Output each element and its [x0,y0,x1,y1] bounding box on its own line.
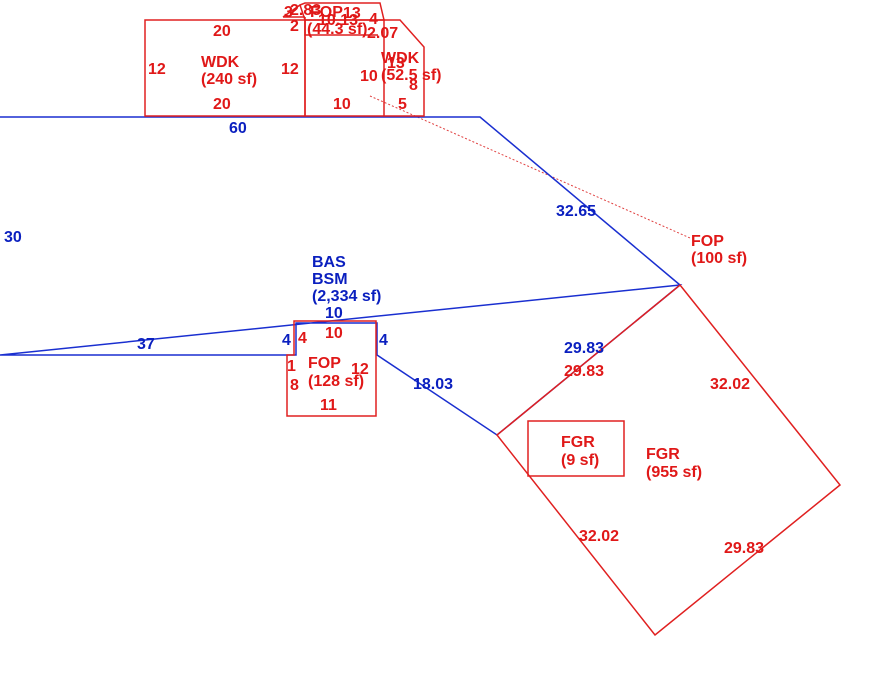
bas-top-dim: 60 [229,120,247,137]
bas-outline [0,116,683,436]
wdk-small-top-dim: 13 [387,55,405,72]
fgr-small-area-label: (9 sf) [561,452,599,469]
fop-top-dim-g: 2.07 [367,25,398,42]
wdk-large-right-dim: 12 [281,61,299,78]
fgr-small-outline [527,420,625,477]
fop-front-code-label: FOP [308,355,341,372]
bas-bottom-dim: 37 [137,336,155,353]
fop-top-code-label: FOP [310,4,343,21]
wdk-large-code-label: WDK [201,54,240,71]
fgr-left-dim: 32.02 [579,528,619,545]
fgr-main-area-label: (955 sf) [646,464,702,481]
wdk-large-left-dim: 12 [148,61,166,78]
fop-top-area-label: (44.3 sf) [307,21,367,38]
wdk-small-area-label: (52.5 sf) [381,67,441,84]
fop-top-dim-a: 2.83 [290,2,321,19]
fop-front-bottom-dim: 11 [320,397,337,414]
wdk-small-left-dim: 10 [360,68,378,85]
fgr-top-dim: 29.83 [564,363,604,380]
fop-front-outline [286,320,377,417]
bas-code-label: BAS [312,254,346,271]
bas-diag-upper-dim: 32.65 [556,203,596,220]
fop-side-area-label: (100 sf) [691,250,747,267]
fop-top-inner-lines [282,4,378,36]
fop-top-dim-c: 2 [290,18,299,35]
bsm-code-label: BSM [312,271,348,288]
bas-notch-right-dim: 4 [379,332,388,349]
wdk-large-top-dim: 20 [213,23,231,40]
fop-front-area-label: (128 sf) [308,373,364,390]
wdk-small-code-label: WDK [381,50,420,67]
wdk-small-bottom-left-dim: 10 [333,96,351,113]
fop-front-left-top-dim: 4 [298,330,307,347]
fop-front-left-mid-dim: 1 [287,358,296,375]
wdk-small-bottom-right-dim: 5 [398,96,407,113]
bas-area-label: (2,334 sf) [312,288,381,305]
bas-notch-top-dim: 10 [325,305,343,322]
fop-front-top-dim: 10 [325,325,343,342]
fop-side-code-label: FOP [691,233,724,250]
wdk-large-area-label: (240 sf) [201,71,257,88]
fgr-right-dim: 32.02 [710,376,750,393]
fop-front-left-bottom-dim: 8 [290,377,299,394]
fgr-bottom-dim: 29.83 [724,540,764,557]
bas-garage-edge-dim: 29.83 [564,340,604,357]
bas-diag-lower-dim: 18.03 [413,376,453,393]
bas-left-dim: 30 [4,229,22,246]
fgr-outline [495,283,842,637]
wdk-small-right-dim: 8 [409,77,418,94]
fop-top-dim-b: 3 [284,4,293,21]
fop-top-dim-e: 13 [343,5,361,22]
wdk-small-angled-outline [384,19,425,117]
wdk-large-bottom-dim: 20 [213,96,231,113]
fop-front-right-dim: 12 [351,361,369,378]
fop-top-dim-d: 10.13 [318,12,358,29]
fgr-main-code-label: FGR [646,446,680,463]
fgr-small-code-label: FGR [561,434,595,451]
bas-notch-left-dim: 4 [282,332,291,349]
fop-top-dim-f: 4 [369,11,378,28]
